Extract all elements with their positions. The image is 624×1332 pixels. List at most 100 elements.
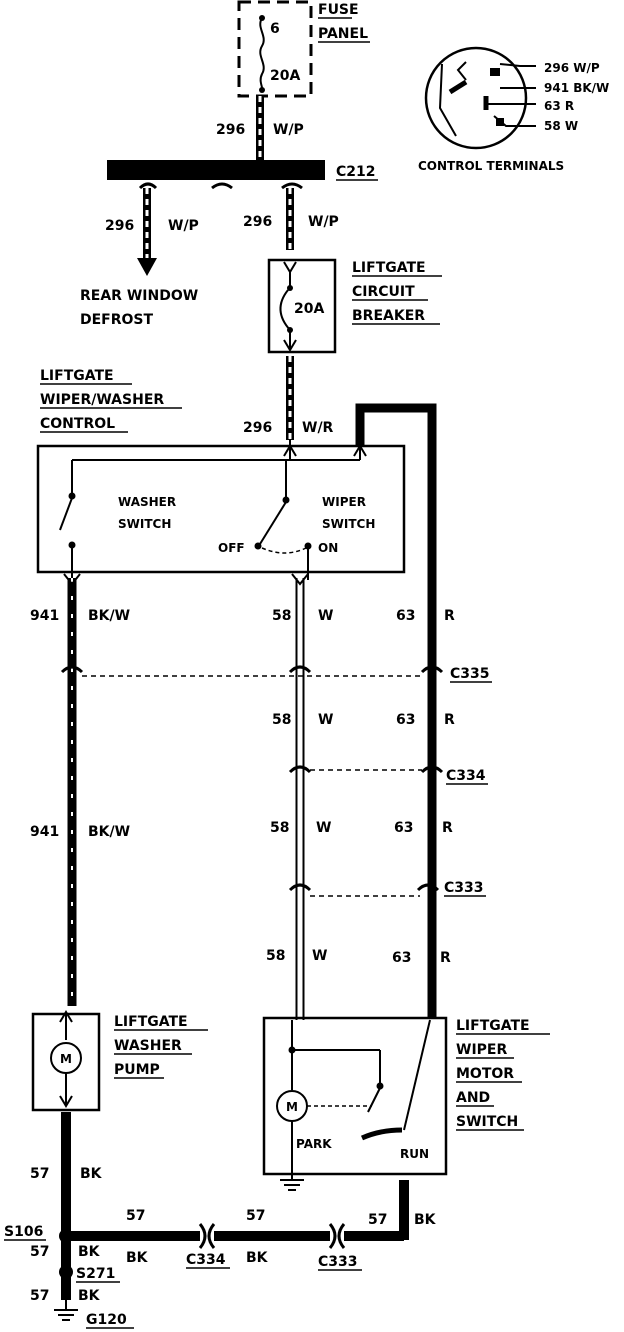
connector-c334: C334 — [288, 765, 488, 785]
wire-label-57-pump: 57 — [30, 1166, 49, 1182]
washer-pump-title-1: LIFTGATE — [114, 1014, 188, 1030]
liftgate-wiper-washer-control: WASHER SWITCH OFF ON WIPER SWITCH — [36, 440, 406, 580]
wire-label-63-c: 63 — [394, 820, 413, 836]
terminal-63-r: 63 R — [544, 99, 574, 113]
connector-c335: C335 — [82, 665, 492, 683]
wiper-motor-title-1: LIFTGATE — [456, 1018, 530, 1034]
wire-color-r-d: R — [440, 950, 451, 966]
c334-label: C334 — [446, 768, 486, 784]
fuse-rating: 20A — [270, 68, 300, 84]
wire-label-296-top: 296 — [216, 122, 245, 138]
wire-color-r-c: R — [442, 820, 453, 836]
wire-color-wp-defrost: W/P — [168, 218, 199, 234]
wiper-motor-title-4: AND — [456, 1090, 490, 1106]
fuse-number: 6 — [270, 21, 280, 37]
wire-label-941-b: 941 — [30, 824, 59, 840]
wire-label-296-control: 296 — [243, 420, 272, 436]
off-label: OFF — [218, 541, 245, 555]
fuse-panel-title-2: PANEL — [318, 26, 368, 42]
wire-label-63-a: 63 — [396, 608, 415, 624]
wire-color-bk-c333: BK — [246, 1250, 269, 1266]
wire-label-63-d: 63 — [392, 950, 411, 966]
terminal-296-wp: 296 W/P — [544, 61, 600, 75]
c335-label: C335 — [450, 666, 490, 682]
liftgate-wiper-motor-and-switch: M PARK RUN — [262, 1016, 448, 1191]
wire-color-wp-top: W/P — [273, 122, 304, 138]
wire-296-wp-defrost — [137, 188, 157, 276]
wire-color-bk-s106: BK — [78, 1244, 101, 1260]
c333-bottom-label: C333 — [318, 1254, 358, 1270]
g120-label: G120 — [86, 1312, 127, 1328]
run-label: RUN — [400, 1147, 429, 1161]
wire-color-bk-pump: BK — [80, 1166, 103, 1182]
wire-label-57-c333: 57 — [246, 1208, 265, 1224]
park-label: PARK — [296, 1137, 332, 1151]
wire-label-296-defrost: 296 — [105, 218, 134, 234]
wire-color-wr: W/R — [302, 420, 334, 436]
washer-switch-2: SWITCH — [118, 517, 171, 531]
wire-color-w-c: W — [316, 820, 331, 836]
control-title-3: CONTROL — [40, 416, 115, 432]
s106-label: S106 — [4, 1224, 43, 1240]
wire-label-63-b: 63 — [396, 712, 415, 728]
control-terminals-inset: 296 W/P 941 BK/W 63 R 58 W — [424, 46, 609, 150]
wire-label-58-c: 58 — [270, 820, 289, 836]
wire-label-57-s271: 57 — [30, 1288, 49, 1304]
wire-58-w — [291, 573, 309, 1020]
wiper-switch-2: SWITCH — [322, 517, 375, 531]
liftgate-washer-pump: M — [31, 1010, 101, 1112]
wire-label-57-s106: 57 — [30, 1244, 49, 1260]
control-terminals-title: CONTROL TERMINALS — [418, 159, 564, 173]
washer-pump-title-3: PUMP — [114, 1062, 160, 1078]
connector-c212 — [107, 160, 325, 190]
wire-label-57-motor: 57 — [368, 1212, 387, 1228]
wire-color-w-d: W — [312, 948, 327, 964]
wire-color-bkw-a: BK/W — [88, 608, 130, 624]
wire-label-296-breaker: 296 — [243, 214, 272, 230]
washer-switch-1: WASHER — [118, 495, 176, 509]
c333-label: C333 — [444, 880, 484, 896]
wiper-motor-title-5: SWITCH — [456, 1114, 518, 1130]
washer-pump-title-2: WASHER — [114, 1038, 182, 1054]
wire-941-bkw — [63, 573, 81, 1006]
wiper-motor-title-2: WIPER — [456, 1042, 507, 1058]
terminal-941-bkw: 941 BK/W — [544, 81, 609, 95]
rear-window-defrost-2: DEFROST — [80, 312, 154, 328]
fuse-panel: 6 20A — [237, 0, 313, 98]
c212-label: C212 — [336, 164, 376, 180]
wire-color-bk-motor: BK — [414, 1212, 437, 1228]
wire-color-bk-s271: BK — [78, 1288, 101, 1304]
c334-bottom-label: C334 — [186, 1252, 226, 1268]
breaker-rating: 20A — [294, 301, 324, 317]
on-label: ON — [318, 541, 338, 555]
wire-label-58-d: 58 — [266, 948, 285, 964]
wire-color-r-b: R — [444, 712, 455, 728]
liftgate-circuit-breaker: 20A — [267, 258, 337, 354]
washer-pump-motor-symbol: M — [60, 1052, 72, 1066]
wire-color-bk-c334: BK — [126, 1250, 149, 1266]
connector-c333: C333 — [288, 880, 486, 897]
control-title-1: LIFTGATE — [40, 368, 114, 384]
wire-label-941-a: 941 — [30, 608, 59, 624]
breaker-title-1: LIFTGATE — [352, 260, 426, 276]
breaker-title-3: BREAKER — [352, 308, 425, 324]
wiper-motor-title-3: MOTOR — [456, 1066, 514, 1082]
wire-label-58-a: 58 — [272, 608, 291, 624]
wire-color-bkw-b: BK/W — [88, 824, 130, 840]
wire-57-bk — [54, 1112, 409, 1321]
control-title-2: WIPER/WASHER — [40, 392, 164, 408]
wire-63-r — [355, 403, 437, 1018]
wire-color-w-a: W — [318, 608, 333, 624]
wire-label-57-c334: 57 — [126, 1208, 145, 1224]
breaker-title-2: CIRCUIT — [352, 284, 415, 300]
rear-window-defrost-1: REAR WINDOW — [80, 288, 198, 304]
terminal-58-w: 58 W — [544, 119, 578, 133]
s271-label: S271 — [76, 1266, 115, 1282]
wiper-motor-symbol: M — [286, 1100, 298, 1114]
fuse-panel-title-1: FUSE — [318, 2, 359, 18]
wire-color-wp-breaker: W/P — [308, 214, 339, 230]
wire-color-r-a: R — [444, 608, 455, 624]
wire-color-w-b: W — [318, 712, 333, 728]
wiper-switch-1: WIPER — [322, 495, 366, 509]
